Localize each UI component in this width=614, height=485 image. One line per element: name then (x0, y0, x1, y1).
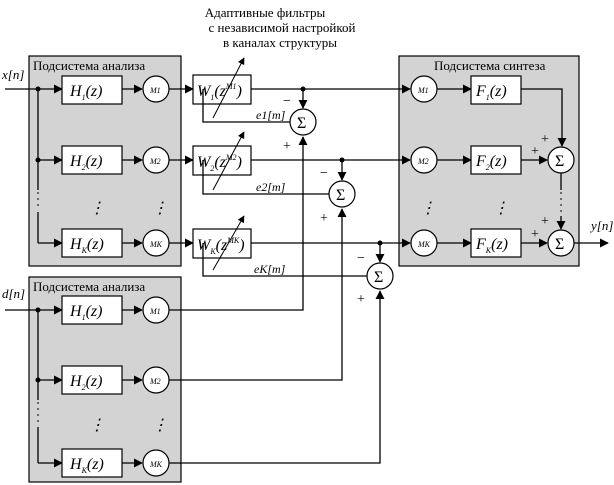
sum2-plus: + (320, 211, 328, 226)
sum2-minus: − (320, 166, 328, 181)
decimator-MK-top: MK (142, 229, 170, 257)
svg-text:Σ: Σ (374, 269, 383, 286)
expander-MK: MK (410, 229, 438, 257)
svg-text:MK: MK (417, 240, 431, 249)
adaptive-filter-WK: WK(zMK) (192, 215, 252, 271)
filter-H1-bottom-label: H1(z) (69, 303, 102, 322)
filter-F1-label: F1(z) (475, 83, 507, 102)
svg-text:W1(zM1): W1(zM1) (197, 82, 242, 102)
filter-H2-top-label: H2(z) (69, 153, 102, 172)
filter-HK-bottom-label: HK(z) (69, 456, 104, 475)
filter-FK-label: FK(z) (475, 236, 508, 255)
svg-text:Σ: Σ (555, 153, 564, 170)
svg-text:MK: MK (149, 240, 163, 249)
caption: Адаптивные фильтры с независимой настрой… (205, 5, 356, 50)
decimator-M2-top: M2 (142, 146, 170, 174)
filter-FK (470, 228, 522, 258)
adaptive-filter-W1: W1(zM1) (192, 57, 252, 119)
filter-H1-top-label: H1(z) (69, 83, 102, 102)
out-sum1-plus-left: + (531, 144, 539, 159)
error-e2-feedback (202, 160, 329, 195)
sumK-minus: − (357, 251, 365, 266)
error-summer-K: Σ (366, 262, 394, 290)
filter-HK-top (61, 228, 123, 258)
filter-F1 (470, 75, 522, 105)
caption-line-2: с независимой настройкой (209, 20, 356, 35)
svg-text:M1: M1 (417, 86, 429, 95)
vdots-expander: ⋮ (420, 200, 436, 217)
caption-line-3: в каналах структуры (223, 35, 337, 50)
analysis-panel-top-title: Подсистема анализа (33, 58, 145, 73)
error-e2-label: e2[m] (256, 180, 286, 194)
svg-text:M2: M2 (417, 157, 429, 166)
adaptive-filter-W2: W2(zM2) (192, 131, 252, 191)
vdots-dec-bottom: ⋮ (152, 417, 168, 434)
synthesis-panel-title: Подсистема синтеза (434, 58, 546, 73)
filter-H2-bottom-label: H2(z) (69, 373, 102, 392)
vdots-dec-top: ⋮ (152, 200, 168, 217)
error-summer-1: Σ (289, 108, 317, 136)
sum1-minus: − (283, 94, 291, 109)
svg-text:Σ: Σ (555, 236, 564, 253)
dK-to-sumK (169, 290, 385, 464)
analysis-panel-bottom-title: Подсистема анализа (33, 279, 145, 294)
vdots-H-top: ⋮ (89, 200, 105, 217)
decimator-M2-bottom: M2 (142, 366, 170, 394)
svg-text:M1: M1 (149, 86, 161, 95)
signal-x-label: x[n] (1, 67, 24, 82)
output-summer-K: Σ (547, 229, 575, 257)
filter-H1-top (61, 75, 123, 105)
filter-HK-top-label: HK(z) (69, 236, 104, 255)
sumK-plus: + (357, 292, 365, 307)
svg-text:Σ: Σ (336, 187, 345, 204)
decimator-M1-top: M1 (142, 75, 170, 103)
decimator-M1-bottom: M1 (142, 296, 170, 324)
vdots-H-bottom: ⋮ (89, 417, 105, 434)
d2-to-sum2 (169, 208, 347, 381)
filter-H2-bottom (61, 365, 123, 395)
decimator-MK-bottom: MK (142, 449, 170, 477)
error-eK-feedback (202, 243, 367, 277)
error-summer-2: Σ (328, 180, 356, 208)
caption-line-1: Адаптивные фильтры (205, 5, 326, 20)
filter-H1-bottom (61, 295, 123, 325)
svg-text:M2: M2 (149, 157, 161, 166)
filter-F2-label: F2(z) (475, 153, 507, 172)
sum1-plus: + (283, 139, 291, 154)
error-eK-label: eK[m] (254, 262, 286, 276)
out-sumK-plus-left: + (531, 227, 539, 242)
d1-to-sum1 (169, 136, 308, 311)
expander-M2: M2 (410, 146, 438, 174)
signal-y-label: y[n] (589, 218, 613, 233)
error-e1-label: e1[m] (256, 108, 286, 122)
svg-text:M1: M1 (149, 307, 161, 316)
svg-text:M2: M2 (149, 377, 161, 386)
out-sumK-plus-top: + (541, 214, 549, 229)
expander-M1: M1 (410, 75, 438, 103)
out-sum1-plus-top: + (541, 132, 549, 147)
filter-F2 (470, 145, 522, 175)
error-e1-feedback (202, 89, 290, 123)
signal-d-label: d[n] (2, 286, 25, 301)
vdots-F: ⋮ (493, 200, 509, 217)
F1-to-out-sum (521, 88, 567, 147)
output-summer-2: Σ (547, 146, 575, 174)
svg-text:Σ: Σ (297, 115, 306, 132)
svg-text:WK(zMK): WK(zMK) (197, 236, 245, 256)
svg-text:MK: MK (149, 460, 163, 469)
